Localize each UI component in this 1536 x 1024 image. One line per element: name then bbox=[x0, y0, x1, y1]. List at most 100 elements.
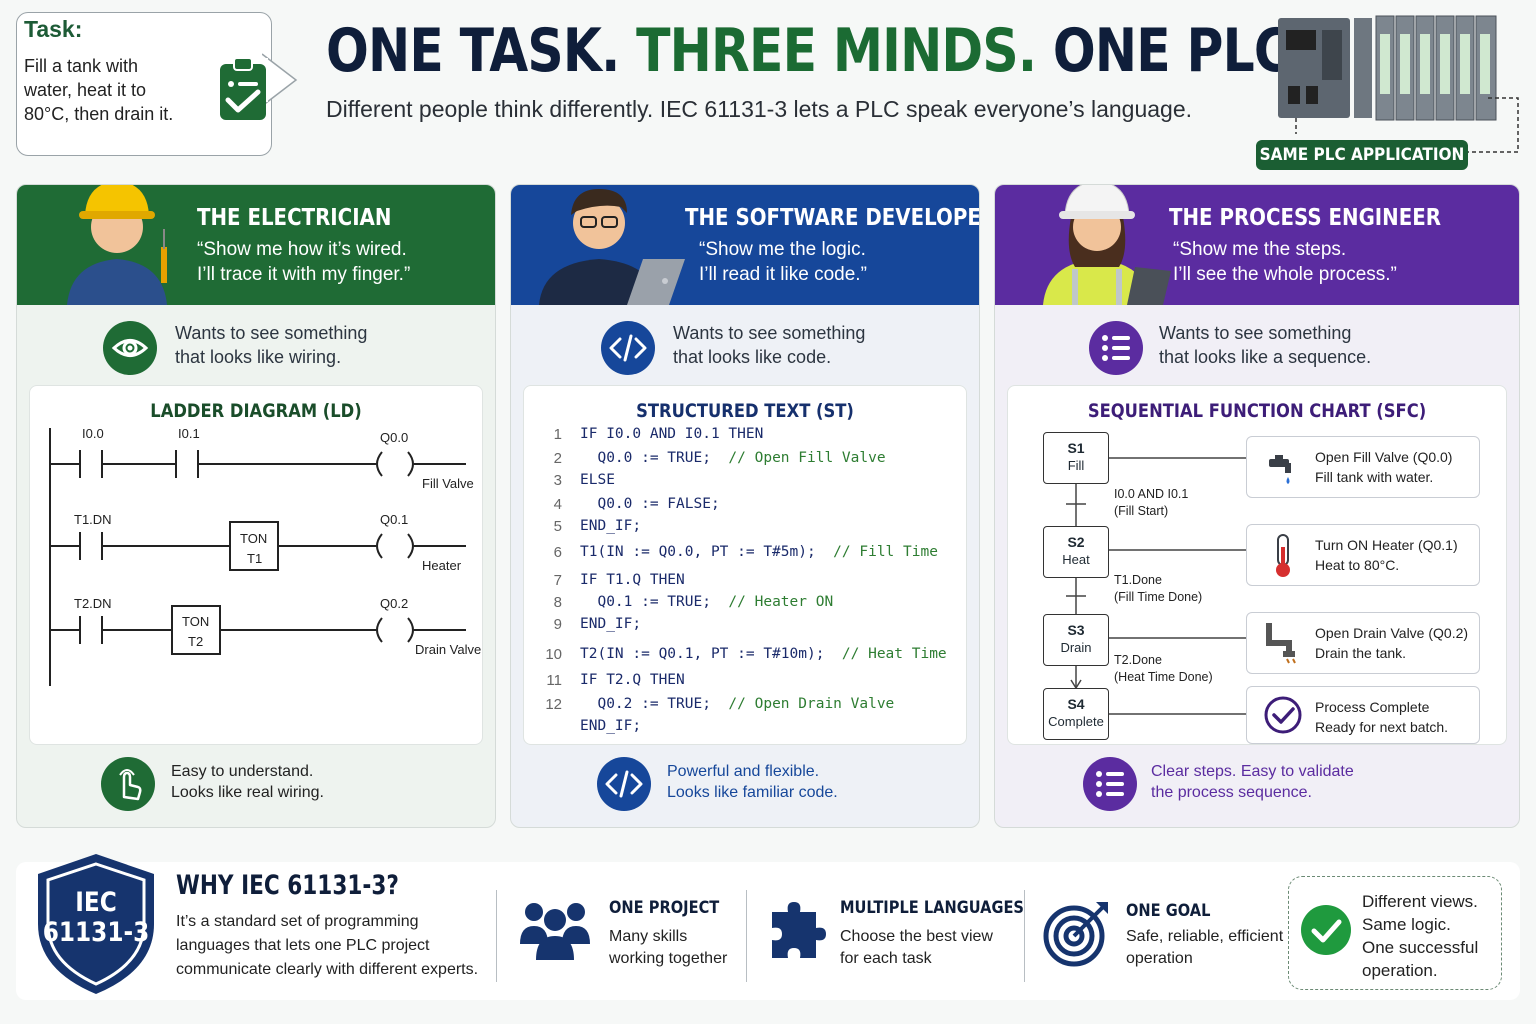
list-icon bbox=[1089, 321, 1143, 375]
final-message: Different views.Same logic.One successfu… bbox=[1362, 892, 1479, 980]
sfc-action: Open Fill Valve (Q0.0)Fill tank with wat… bbox=[1246, 436, 1480, 498]
code-comment: // Heat Time bbox=[841, 646, 947, 662]
why-title: WHY IEC 61131-3? bbox=[176, 870, 399, 901]
code-line-number: 6 bbox=[553, 544, 562, 561]
sfc-title: SEQUENTIAL FUNCTION CHART (SFC) bbox=[1087, 400, 1427, 422]
sfc-transition: T2.Done(Heat Time Done) bbox=[1114, 653, 1213, 684]
code-line-number: 12 bbox=[545, 696, 562, 713]
code-line: END_IF; bbox=[580, 718, 642, 734]
ld-contact-label: T1.DN bbox=[74, 512, 112, 527]
code-line: IF T2.Q THEN bbox=[580, 672, 685, 688]
task-title: Task: bbox=[24, 16, 83, 42]
ladder-diagram-panel: LADDER DIAGRAM (LD) I0.0 I0.1 Q0.0 Fill … bbox=[29, 385, 483, 745]
code-line-number: 8 bbox=[553, 594, 562, 611]
code-line: IF T1.Q THEN bbox=[580, 572, 685, 588]
sfc-transition: T1.Done(Fill Time Done) bbox=[1114, 573, 1203, 604]
developer-quote: “Show me the logic.I’ll read it like cod… bbox=[699, 239, 867, 285]
ld-timer-label: TON bbox=[240, 531, 268, 546]
code-icon bbox=[601, 321, 655, 375]
code-line: T2(IN := Q0.1, PT := T#10m); // Heat Tim… bbox=[580, 646, 947, 662]
item-title: ONE GOAL bbox=[1126, 901, 1211, 921]
code-line-number: 2 bbox=[553, 450, 562, 467]
sfc-connectors bbox=[1066, 457, 1246, 715]
ld-timer-label: T2 bbox=[188, 634, 204, 649]
ld-output-label: Drain Valve bbox=[415, 642, 482, 657]
code-line: IF I0.0 AND I0.1 THEN bbox=[580, 426, 764, 442]
electrician-card: THE ELECTRICIAN “Show me how it’s wired.… bbox=[16, 184, 496, 828]
code-line-number: 1 bbox=[553, 426, 562, 443]
code-line: END_IF; bbox=[580, 518, 642, 534]
code-comment: // Open Drain Valve bbox=[728, 696, 895, 712]
developer-role: THE SOFTWARE DEVELOPER bbox=[685, 205, 980, 231]
electrician-avatar bbox=[67, 185, 167, 305]
same-plc-badge: SAME PLC APPLICATION bbox=[1256, 140, 1468, 170]
list-icon bbox=[1083, 757, 1137, 811]
check-circle-icon bbox=[1301, 905, 1351, 955]
check-circle-icon bbox=[1264, 696, 1302, 734]
engineer-card: THE PROCESS ENGINEER “Show me the steps.… bbox=[994, 184, 1520, 828]
ld-output-label: Fill Valve bbox=[422, 476, 474, 491]
electrician-quote: “Show me how it’s wired.I’ll trace it wi… bbox=[197, 239, 411, 285]
developer-card: THE SOFTWARE DEVELOPER “Show me the logi… bbox=[510, 184, 980, 828]
item-title: ONE PROJECT bbox=[609, 898, 720, 918]
why-iec-strip bbox=[16, 862, 1520, 1000]
faucet-icon bbox=[1269, 455, 1291, 484]
engineer-avatar bbox=[1043, 185, 1171, 305]
puzzle-icon bbox=[772, 902, 826, 958]
structured-text-panel: STRUCTURED TEXT (ST) 1 IF I0.0 AND I0.1 T… bbox=[523, 385, 967, 745]
clipboard-check-icon bbox=[220, 57, 266, 120]
thermometer-icon bbox=[1276, 534, 1290, 577]
code-line-number: 5 bbox=[553, 518, 562, 535]
electrician-benefit: Easy to understand.Looks like real wirin… bbox=[171, 763, 324, 801]
ld-contact-label: I0.1 bbox=[178, 426, 200, 441]
headline: ONE TASK. THREE MINDS. ONE PLC. bbox=[326, 16, 1309, 86]
sfc-transition: I0.0 AND I0.1(Fill Start) bbox=[1114, 487, 1189, 518]
iec-shield-icon bbox=[38, 854, 154, 994]
code-line: Q0.0 := TRUE; // Open Fill Valve bbox=[580, 450, 886, 466]
code-line-number: 10 bbox=[545, 646, 562, 663]
ld-coil-label: Q0.1 bbox=[380, 512, 409, 527]
ld-coil-label: Q0.2 bbox=[380, 596, 409, 611]
code-line-number: 3 bbox=[553, 472, 562, 489]
touch-hand-icon bbox=[101, 757, 155, 811]
code-line-number: 4 bbox=[553, 496, 562, 513]
developer-header: THE SOFTWARE DEVELOPER “Show me the logi… bbox=[511, 185, 979, 305]
code-line: ELSE bbox=[580, 472, 615, 488]
divider bbox=[496, 890, 497, 982]
ladder-diagram bbox=[49, 428, 466, 686]
engineer-header: THE PROCESS ENGINEER “Show me the steps.… bbox=[995, 185, 1519, 305]
item-title: MULTIPLE LANGUAGES bbox=[840, 898, 1024, 918]
ld-output-label: Heater bbox=[422, 558, 462, 573]
sfc-action: Open Drain Valve (Q0.2)Drain the tank. bbox=[1246, 612, 1480, 674]
people-icon bbox=[520, 903, 590, 960]
code-line-number: 9 bbox=[553, 616, 562, 633]
code-line-number: 7 bbox=[553, 572, 562, 589]
electrician-role: THE ELECTRICIAN bbox=[197, 205, 392, 231]
code-comment: // Open Fill Valve bbox=[728, 450, 886, 466]
ld-timer-label: TON bbox=[182, 614, 210, 629]
code-icon bbox=[597, 757, 651, 811]
electrician-header: THE ELECTRICIAN “Show me how it’s wired.… bbox=[17, 185, 495, 305]
code-comment: // Heater ON bbox=[728, 594, 834, 610]
engineer-role: THE PROCESS ENGINEER bbox=[1169, 205, 1441, 231]
eye-icon bbox=[103, 321, 157, 375]
ld-timer-label: T1 bbox=[247, 551, 263, 566]
structured-text-title: STRUCTURED TEXT (ST) bbox=[636, 400, 854, 422]
plc-connector-line bbox=[1468, 97, 1519, 153]
code-line-number: 11 bbox=[546, 672, 562, 689]
code-line: Q0.0 := FALSE; bbox=[580, 496, 720, 512]
divider bbox=[746, 890, 747, 982]
